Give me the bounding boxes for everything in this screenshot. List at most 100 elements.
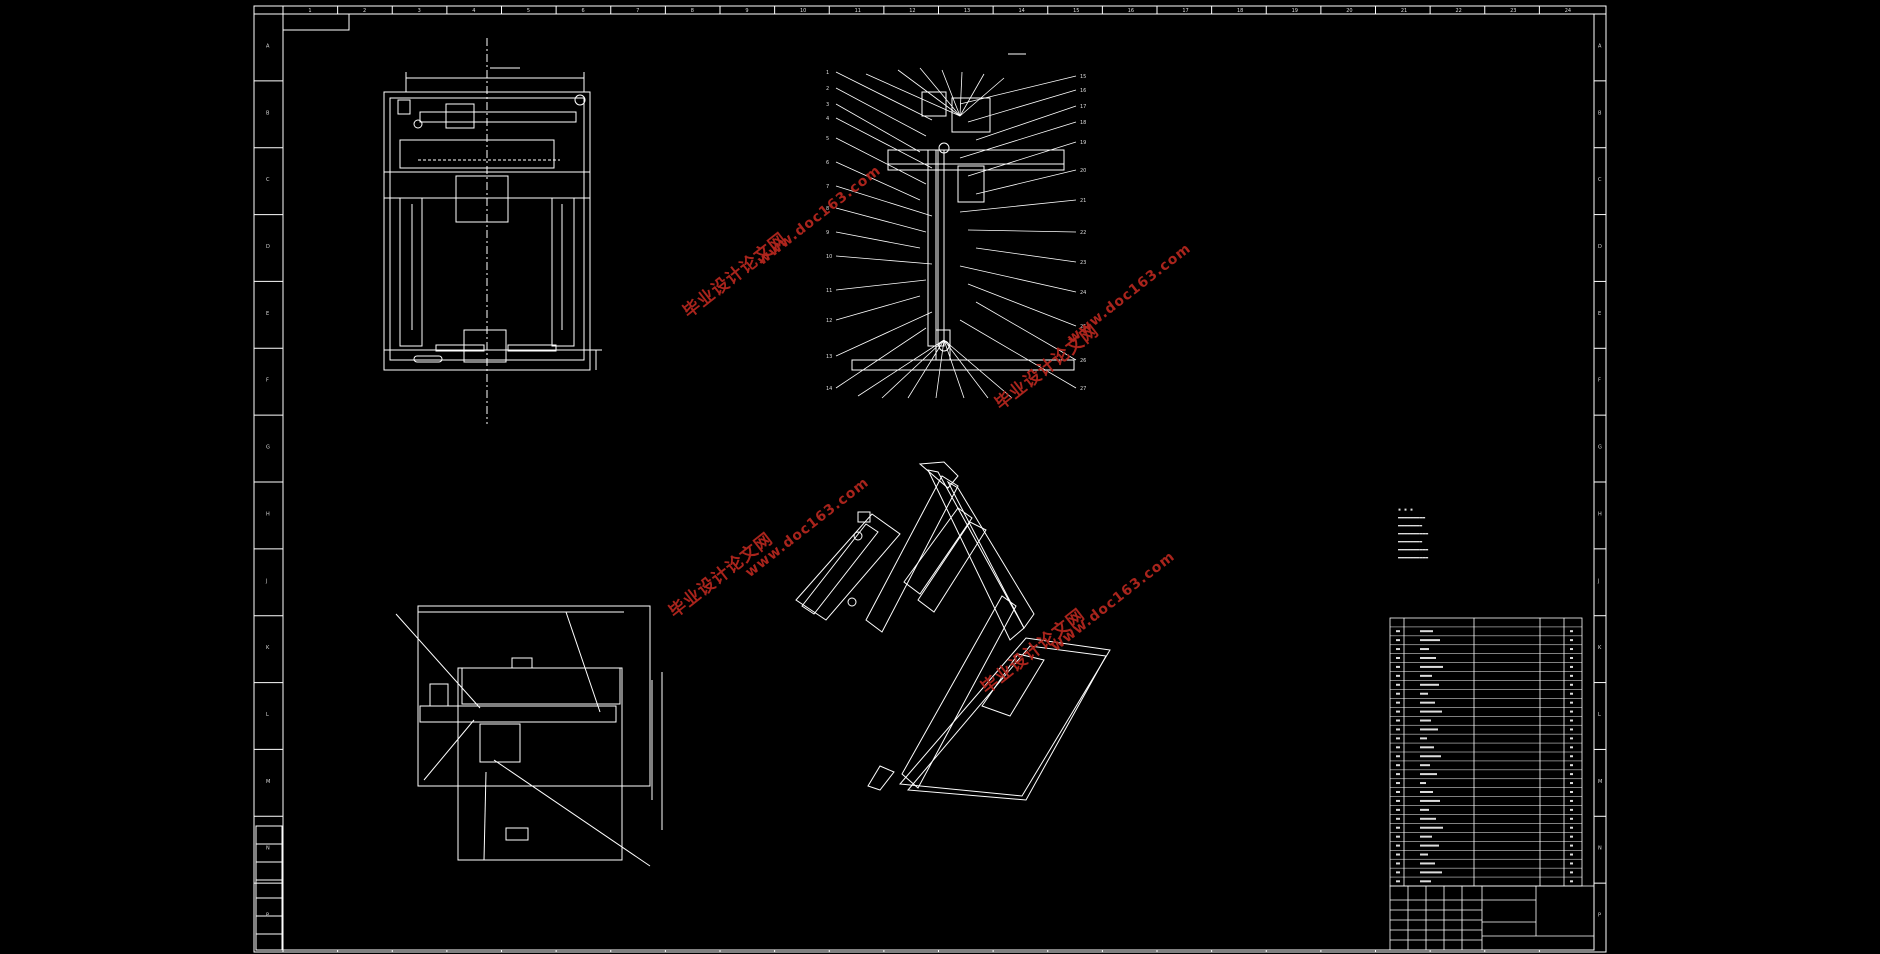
bom-cell-mark [1396,701,1400,704]
leader-number: 17 [1080,104,1086,110]
border-row-label: L [266,712,269,718]
leader-line [959,71,963,117]
border-col-label: 17 [1182,8,1188,14]
bom-cell-mark [1420,764,1430,767]
leader-number: 4 [826,116,829,122]
bom-cell-mark [1420,880,1431,883]
leader-line [975,247,1077,263]
leader-number: 5 [826,136,829,142]
bom-cell-mark [1396,656,1400,659]
bom-cell-mark [1570,674,1573,677]
border-row-label: B [1598,110,1602,116]
border-row-label: D [1598,244,1602,250]
border-row-label: C [1598,177,1602,183]
border-row-label: D [266,244,270,250]
leader-line [857,339,945,397]
border-row-label: B [266,110,270,116]
leader-number: 25 [1080,324,1086,330]
leader-number: 10 [826,254,832,260]
leader-line [959,77,1005,117]
leader-line [935,339,945,399]
bom-cell-mark [1396,710,1400,713]
leader-line [959,75,1077,105]
bom-cell-mark [1396,737,1400,740]
border-col-label: 15 [1073,8,1079,14]
border-col-label: 21 [1401,8,1407,14]
bom-cell-mark [1570,764,1573,767]
bom-cell-mark [1570,790,1573,793]
bom-cell-mark [1570,871,1573,874]
leader-number: 15 [1080,74,1086,80]
revision-strip [255,825,283,951]
leader-line [897,69,961,117]
bom-cell-mark [1570,728,1573,731]
side-view [851,53,1075,371]
leader-number: 20 [1080,168,1086,174]
border-col-label: 22 [1455,8,1461,14]
bom-cell-mark [1420,737,1427,740]
border-row-label: G [1598,445,1602,451]
leader-number: 26 [1080,358,1086,364]
bom-cell-mark [1570,630,1573,633]
border-row-label: G [266,445,270,451]
bom-cell-mark [1420,728,1438,731]
bom-cell-mark [1396,639,1400,642]
bom-cell-mark [1570,799,1573,802]
leader-line [907,339,945,399]
leader-line [975,169,1077,195]
border-row-label: A [266,43,270,49]
border-row-label: H [266,511,270,517]
border-row-label: J [1597,578,1599,584]
bom-cell-mark [1420,656,1436,659]
bom-cell-mark [1570,773,1573,776]
border-row-label: A [1598,43,1602,49]
bom-cell-mark [1420,692,1428,695]
bom-cell-mark [1570,639,1573,642]
border-col-label: 14 [1018,8,1024,14]
bom-cell-mark [1396,782,1400,785]
leader-line [959,73,985,117]
bom-cell-mark [1396,719,1400,722]
bom-cell-mark [1570,746,1573,749]
leader-number: 3 [826,102,829,108]
bom-cell-mark [1420,648,1429,651]
bom-cell-mark [1420,817,1436,820]
border-row-label: L [1598,712,1601,718]
bom-cell-mark [1420,862,1435,865]
bom-cell-mark [1396,871,1400,874]
bom-cell-mark [1420,835,1432,838]
bom-cell-mark [1396,630,1400,633]
border-col-label: 18 [1237,8,1243,14]
leader-number: 8 [826,206,829,212]
leader-line [835,327,927,389]
border-col-label: 24 [1565,8,1571,14]
bom-cell-mark [1396,799,1400,802]
border-col-label: 20 [1346,8,1352,14]
leader-line [919,67,961,117]
bom-cell-mark [1396,790,1400,793]
bom-cell-mark [1570,755,1573,758]
bom-cell-mark [1396,808,1400,811]
bom-cell-mark [1396,844,1400,847]
leader-line [941,69,961,117]
bom-cell-mark [1420,826,1443,829]
border-row-label: E [1598,311,1601,317]
border-col-label: 8 [691,8,694,14]
leader-line [975,105,1077,141]
bom-cell-mark [1396,755,1400,758]
technical-notes-block: ▪ ▪ ▪ ▬▬▬▬▬▬▬▬▬ ▬▬▬▬▬▬▬▬ ▬▬▬▬▬▬▬▬▬▬ ▬▬▬▬… [1398,507,1429,561]
bom-cell-mark [1570,880,1573,883]
bom-cell-mark [1420,701,1435,704]
border-col-label: 19 [1292,8,1298,14]
border-row-label: F [1598,378,1601,384]
bom-cell-mark [1570,817,1573,820]
top-view [395,605,663,867]
bom-cell-mark [1396,817,1400,820]
border-col-label: 4 [472,8,475,14]
border-col-label: 6 [581,8,584,14]
outer-frame [253,5,1607,953]
leader-line [835,231,921,249]
bom-cell-mark [1420,639,1440,642]
bom-cell-mark [1570,719,1573,722]
